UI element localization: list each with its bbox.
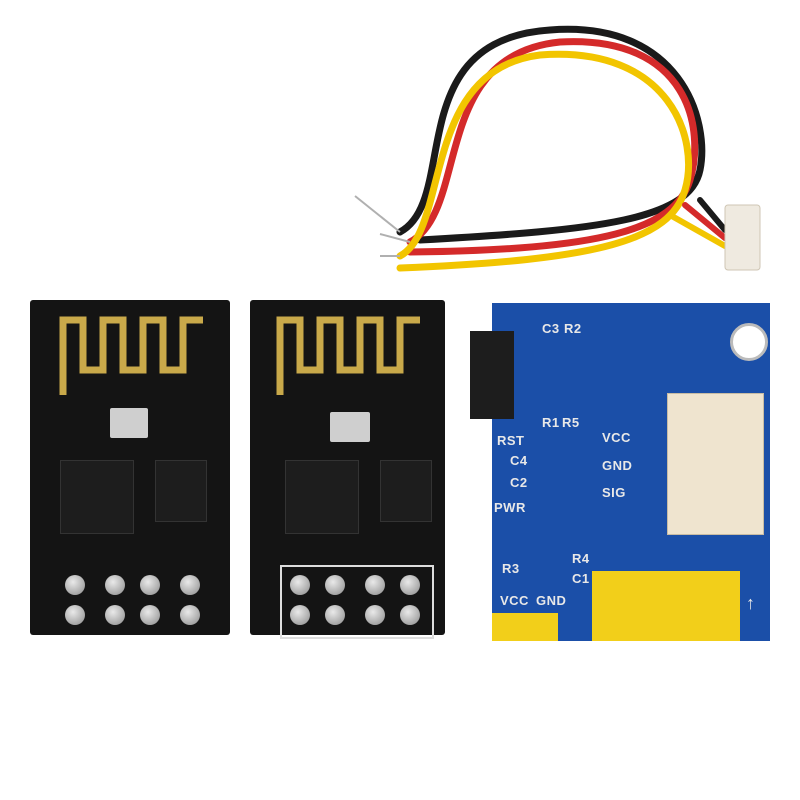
pin	[290, 575, 310, 595]
label-c2: C2	[510, 475, 528, 490]
label-r5: R5	[562, 415, 580, 430]
pin	[180, 575, 200, 595]
pin-outline	[280, 565, 434, 639]
pin	[65, 605, 85, 625]
orientation-arrow: ↑	[746, 593, 756, 613]
label-conn-sig: SIG	[602, 485, 626, 500]
ws2812-adapter-board: C3 R2 R1 R5 RST C4 C2 PWR R3 R4 C1 VCC G…	[470, 303, 770, 641]
label-c4: C4	[510, 453, 528, 468]
label-conn-vcc: VCC	[602, 430, 631, 445]
pin	[180, 605, 200, 625]
esp8266-chip	[285, 460, 359, 534]
jst-connector	[667, 393, 764, 535]
pin	[365, 605, 385, 625]
flash-chip	[155, 460, 207, 522]
reset-switch	[470, 331, 514, 419]
label-pwr: PWR	[494, 500, 526, 515]
label-gnd-pin: GND	[536, 593, 567, 608]
crystal	[110, 408, 148, 438]
esp01-module-left	[30, 300, 230, 635]
pin	[400, 575, 420, 595]
esp01-module-right	[250, 300, 445, 639]
pin	[105, 605, 125, 625]
pin	[140, 605, 160, 625]
label-r2: R2	[564, 321, 582, 336]
label-c3: C3	[542, 321, 560, 336]
mounting-hole	[730, 323, 768, 361]
pin	[325, 575, 345, 595]
pcb-antenna	[276, 316, 420, 395]
flash-chip	[380, 460, 432, 522]
pin	[400, 605, 420, 625]
label-conn-gnd: GND	[602, 458, 633, 473]
label-r3: R3	[502, 561, 520, 576]
pcb-antenna	[59, 316, 203, 395]
pin	[290, 605, 310, 625]
label-vcc-pin: VCC	[500, 593, 529, 608]
pin	[65, 575, 85, 595]
label-r4: R4	[572, 551, 590, 566]
jst-cable	[354, 25, 761, 272]
label-r1: R1	[542, 415, 560, 430]
pin	[365, 575, 385, 595]
esp01-socket-header	[592, 571, 740, 641]
label-c1: C1	[572, 571, 590, 586]
pin	[325, 605, 345, 625]
label-rst: RST	[497, 433, 525, 448]
pin	[140, 575, 160, 595]
power-pin-header	[492, 613, 558, 641]
crystal	[330, 412, 370, 442]
esp8266-chip	[60, 460, 134, 534]
pin	[105, 575, 125, 595]
